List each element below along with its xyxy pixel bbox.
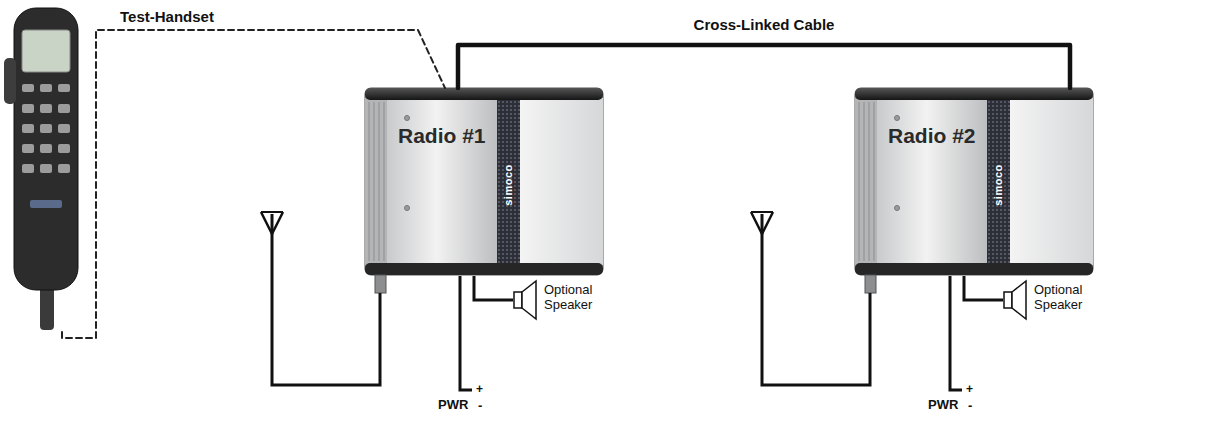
edge-label: Cross-Linked Cable xyxy=(691,16,838,33)
cross-linked-cable xyxy=(458,45,1070,88)
speaker-symbol xyxy=(514,292,522,308)
handset-node: Test-Handset xyxy=(8,6,88,332)
radio-body xyxy=(365,88,603,275)
handset-screen xyxy=(22,30,70,72)
node-title: Radio #2 xyxy=(888,124,976,148)
brand-logo: simoco xyxy=(502,164,515,206)
power-label: PWR xyxy=(928,398,958,413)
speaker-symbol xyxy=(522,281,536,319)
node-title: Radio #1 xyxy=(398,124,486,148)
speaker-label: Optional Speaker xyxy=(1034,283,1098,313)
power-label: PWR xyxy=(438,398,468,413)
node-title: Test-Handset xyxy=(120,8,214,25)
handset-body xyxy=(14,8,78,290)
radio-assembly xyxy=(261,88,603,390)
handset-badge xyxy=(30,200,62,208)
handset-illustration xyxy=(4,8,78,330)
brand-logo: simoco xyxy=(992,164,1005,206)
antenna-wire xyxy=(272,214,380,385)
power-wire xyxy=(460,276,472,390)
handset-keypad xyxy=(22,84,70,173)
radio-unit: Radio #1 xyxy=(365,88,603,275)
dashed-link xyxy=(62,30,445,338)
antenna-connector xyxy=(375,275,386,293)
radio-assembly xyxy=(751,88,1093,390)
polarity-mark: + xyxy=(966,383,973,397)
radio-unit: Radio #2 xyxy=(855,88,1093,275)
polarity-mark: + xyxy=(476,383,483,397)
speaker-wire xyxy=(474,276,513,300)
polarity-mark: - xyxy=(478,399,482,414)
speaker-label: Optional Speaker xyxy=(544,283,608,313)
antenna-symbol xyxy=(261,211,283,213)
handset-cord xyxy=(40,286,54,330)
ptt-button xyxy=(4,58,16,104)
polarity-mark: - xyxy=(968,399,972,414)
antenna-symbol xyxy=(261,212,283,234)
